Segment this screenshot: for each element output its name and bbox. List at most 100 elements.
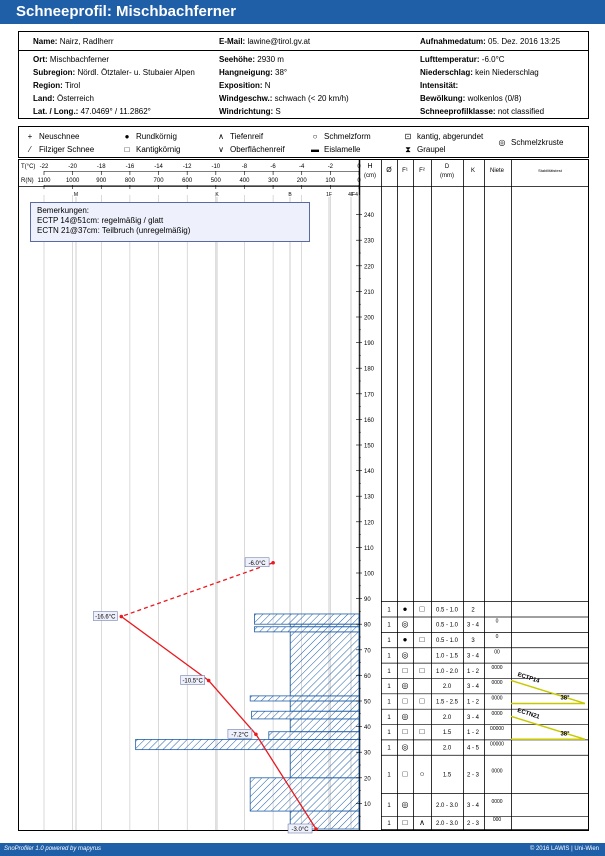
temperature-point-label: -7.2°C bbox=[231, 732, 249, 738]
intensitaet-row: Intensität: bbox=[420, 81, 459, 90]
layer-grain-size: 0.5 - 1.0 bbox=[436, 623, 459, 629]
height-tick-label: 200 bbox=[364, 316, 375, 322]
layer-hardness: 3 bbox=[471, 638, 475, 644]
region-row: Region: Tirol bbox=[33, 81, 81, 90]
date-value: 05. Dez. 2016 13:25 bbox=[488, 37, 561, 46]
temperature-point bbox=[206, 678, 211, 683]
layer-grain-size: 2.0 bbox=[443, 746, 452, 752]
name-row: Name: Nairz, Radlherr bbox=[33, 37, 114, 46]
col-header-stab: Stabilitätstest bbox=[538, 168, 563, 173]
temperature-tick-label: -14 bbox=[154, 164, 163, 170]
layer-hardness: 1 - 2 bbox=[467, 730, 480, 736]
legend-item: □Kantigkörnig bbox=[122, 145, 181, 154]
layer-oe: 1 bbox=[387, 653, 391, 659]
layer-oe: 1 bbox=[387, 684, 391, 690]
layer-grain-primary: □ bbox=[403, 818, 408, 827]
temperature-tick-label: -6 bbox=[270, 164, 276, 170]
col-header-oe: Ø bbox=[386, 167, 392, 174]
layer-grain-secondary: ○ bbox=[420, 769, 425, 778]
layer-grain-size: 1.5 bbox=[443, 772, 452, 778]
layer-grain-primary: ◎ bbox=[402, 650, 409, 659]
temperature-label-box bbox=[180, 675, 205, 685]
legend-item: ⧗Graupel bbox=[403, 145, 445, 154]
height-tick-label: 190 bbox=[364, 341, 375, 347]
ram-profile-segment bbox=[249, 695, 360, 702]
hand-hardness-label: F4 bbox=[352, 192, 358, 198]
layer-oe: 1 bbox=[387, 746, 391, 752]
layer-niete: 0000 bbox=[491, 680, 502, 686]
height-tick-label: 30 bbox=[364, 751, 371, 757]
ram-tick-label: 300 bbox=[268, 178, 279, 184]
temperature-tick-label: -22 bbox=[40, 164, 49, 170]
temperature-point bbox=[119, 614, 124, 619]
layer-hardness: 1 - 2 bbox=[467, 669, 480, 675]
ram-profile-segment bbox=[289, 749, 360, 779]
hand-hardness-label: 4F bbox=[348, 192, 354, 198]
latlong-row: Lat. / Long.: 47.0469° / 11.2862° bbox=[33, 107, 151, 116]
temperature-point bbox=[314, 827, 318, 831]
layer-grain-primary: □ bbox=[403, 769, 408, 778]
kantig-abgerundet-icon: ⊡ bbox=[404, 132, 412, 141]
ram-profile-segment bbox=[249, 777, 360, 812]
layer-grain-primary: ● bbox=[403, 604, 408, 613]
col-header-k: K bbox=[471, 168, 475, 174]
layer-grain-size: 1.0 - 2.0 bbox=[436, 669, 459, 675]
temperature-label-box bbox=[244, 557, 270, 568]
stability-test-line bbox=[510, 715, 586, 740]
graupel-icon: ⧗ bbox=[405, 145, 411, 154]
email-value: lawine@tirol.gv.at bbox=[247, 37, 311, 46]
header-divider bbox=[19, 50, 588, 51]
legend-item: ○Schmelzform bbox=[310, 132, 371, 141]
layer-niete: 0 bbox=[496, 619, 499, 625]
schmelzkruste-icon: ◎ bbox=[498, 138, 506, 147]
ram-profile-segment bbox=[254, 626, 360, 633]
rundkoernig-icon: ● bbox=[124, 132, 130, 141]
layer-grain-primary: ◎ bbox=[402, 681, 409, 690]
footer-credit: SnoProfiler 1.0 powered by mapyrus bbox=[4, 846, 102, 852]
temperature-point-label: -3.0°C bbox=[292, 827, 310, 833]
layer-grain-size: 1.5 - 2.5 bbox=[436, 700, 459, 706]
temperature-point-label: -6.0°C bbox=[249, 561, 267, 567]
ram-profile-segment bbox=[268, 731, 360, 740]
ram-tick-label: 200 bbox=[297, 178, 308, 184]
legend-item: ▬Eislamelle bbox=[311, 145, 361, 154]
layer-niete: 00 bbox=[494, 649, 500, 655]
height-axis-unit: (cm) bbox=[364, 173, 376, 179]
ram-tick-label: 500 bbox=[211, 178, 222, 184]
layer-oe: 1 bbox=[387, 700, 391, 706]
hand-hardness-label: M bbox=[74, 192, 78, 198]
temperature-segment bbox=[120, 615, 210, 682]
layer-oe: 1 bbox=[387, 821, 391, 827]
height-tick-label: 220 bbox=[364, 264, 375, 270]
ram-tick-label: 1100 bbox=[38, 178, 52, 184]
oberflaechenreif-icon: ∨ bbox=[218, 145, 224, 154]
layer-niete: 000 bbox=[493, 817, 502, 823]
ram-tick-label: 1000 bbox=[66, 178, 80, 184]
layer-grain-secondary: □ bbox=[420, 604, 425, 613]
layer-hardness: 3 - 4 bbox=[467, 623, 480, 629]
layer-oe: 1 bbox=[387, 715, 391, 721]
layer-hardness: 3 - 4 bbox=[467, 653, 480, 659]
neuschnee-icon: + bbox=[27, 132, 33, 141]
col-header-d: D bbox=[445, 164, 450, 170]
height-tick-label: 60 bbox=[364, 674, 371, 680]
hand-hardness-label: 1F bbox=[326, 192, 332, 198]
height-tick-label: 10 bbox=[364, 802, 371, 808]
layer-grain-primary: ◎ bbox=[402, 743, 409, 752]
layer-grain-secondary: ∧ bbox=[419, 818, 425, 827]
date-row: Aufnahmedatum: 05. Dez. 2016 13:25 bbox=[420, 37, 561, 46]
ram-tick-label: 800 bbox=[125, 178, 136, 184]
layer-hardness: 2 - 3 bbox=[467, 772, 480, 778]
height-tick-label: 70 bbox=[364, 648, 371, 654]
legend-item: ⊡kantig, abgerundet bbox=[404, 132, 484, 141]
layer-niete: 0000 bbox=[491, 711, 502, 717]
height-tick-label: 20 bbox=[364, 776, 371, 782]
temperature-segment bbox=[121, 562, 274, 618]
layer-grain-primary: ● bbox=[403, 635, 408, 644]
remarks-title: Bemerkungen: bbox=[37, 206, 90, 215]
windgeschw-row: Windgeschw.: schwach (< 20 km/h) bbox=[219, 94, 349, 103]
layer-hardness: 4 - 5 bbox=[467, 746, 480, 752]
layer-niete: 0000 bbox=[491, 799, 502, 805]
layer-niete: 0 bbox=[496, 634, 499, 640]
